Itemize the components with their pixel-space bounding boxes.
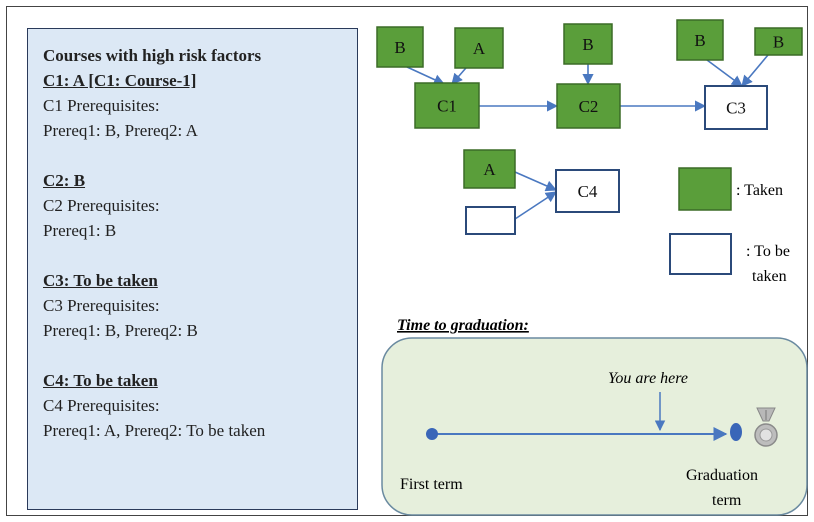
medal-icon xyxy=(754,407,778,447)
node-label-b2: B xyxy=(582,35,593,54)
legend-pending-swatch xyxy=(669,233,732,275)
timeline-end-label-1: Graduation xyxy=(686,467,758,484)
node-label-a1: A xyxy=(473,39,486,58)
course-prereqs-c1: Prereq1: B, Prereq2: A xyxy=(43,121,198,140)
node-b2 xyxy=(563,23,613,65)
figure-frame xyxy=(6,6,808,516)
timeline-start-dot xyxy=(426,428,438,440)
node-empty xyxy=(465,206,516,235)
edge-b1-to-c1 xyxy=(406,66,446,85)
legend-taken-swatch xyxy=(678,167,732,211)
course-heading-c1: C1: A [C1: Course-1] xyxy=(43,71,197,90)
timeline-start-label: First term xyxy=(400,476,463,493)
node-label-c2: C2 xyxy=(579,97,599,116)
edge-b4-to-c3 xyxy=(741,54,769,87)
course-prereqs-c3: Prereq1: B, Prereq2: B xyxy=(43,321,198,340)
node-c3 xyxy=(704,85,768,130)
course-heading-c2: C2: B xyxy=(43,171,86,190)
legend-pending-label-1: : To be xyxy=(746,243,790,260)
edge-a2-to-c4 xyxy=(514,171,558,192)
node-c2 xyxy=(556,83,621,129)
course-sub-c4: C4 Prerequisites: xyxy=(43,396,160,415)
node-a1 xyxy=(454,27,504,69)
course-prereqs-c4: Prereq1: A, Prereq2: To be taken xyxy=(43,421,266,440)
course-sub-c2: C2 Prerequisites: xyxy=(43,196,160,215)
node-label-a2: A xyxy=(483,160,496,179)
node-label-b4: B xyxy=(773,33,784,52)
node-label-c4: C4 xyxy=(578,182,598,201)
node-label-c1: C1 xyxy=(437,97,457,116)
timeline-box xyxy=(381,337,808,516)
course-heading-c3: C3: To be taken xyxy=(43,271,158,290)
course-sub-c3: C3 Prerequisites: xyxy=(43,296,160,315)
timeline-marker-label: You are here xyxy=(608,370,688,387)
node-c1 xyxy=(414,82,480,129)
course-heading-c4: C4: To be taken xyxy=(43,371,158,390)
node-label-c3: C3 xyxy=(726,99,746,118)
timeline-end-dot xyxy=(730,423,742,441)
node-b3 xyxy=(676,19,724,61)
course-prereqs-c2: Prereq1: B xyxy=(43,221,117,240)
node-label-b1: B xyxy=(394,38,405,57)
node-label-b3: B xyxy=(694,31,705,50)
node-b4 xyxy=(754,27,803,56)
course-sub-c1: C1 Prerequisites: xyxy=(43,96,160,115)
node-b1 xyxy=(376,26,424,68)
legend-pending-label-2: taken xyxy=(752,268,787,285)
node-a2 xyxy=(463,149,516,189)
edge-b3-to-c3 xyxy=(706,59,743,87)
node-c4 xyxy=(555,169,620,213)
risk-courses-panel: Courses with high risk factors C1: A [C1… xyxy=(27,28,358,510)
edges-layer xyxy=(406,54,769,220)
timeline-end-label-2: term xyxy=(712,492,742,509)
legend-taken-label: : Taken xyxy=(736,182,783,199)
edge-empty-to-c4 xyxy=(514,191,557,220)
panel-title: Courses with high risk factors xyxy=(43,46,262,65)
timeline-title: Time to graduation: xyxy=(397,317,529,334)
